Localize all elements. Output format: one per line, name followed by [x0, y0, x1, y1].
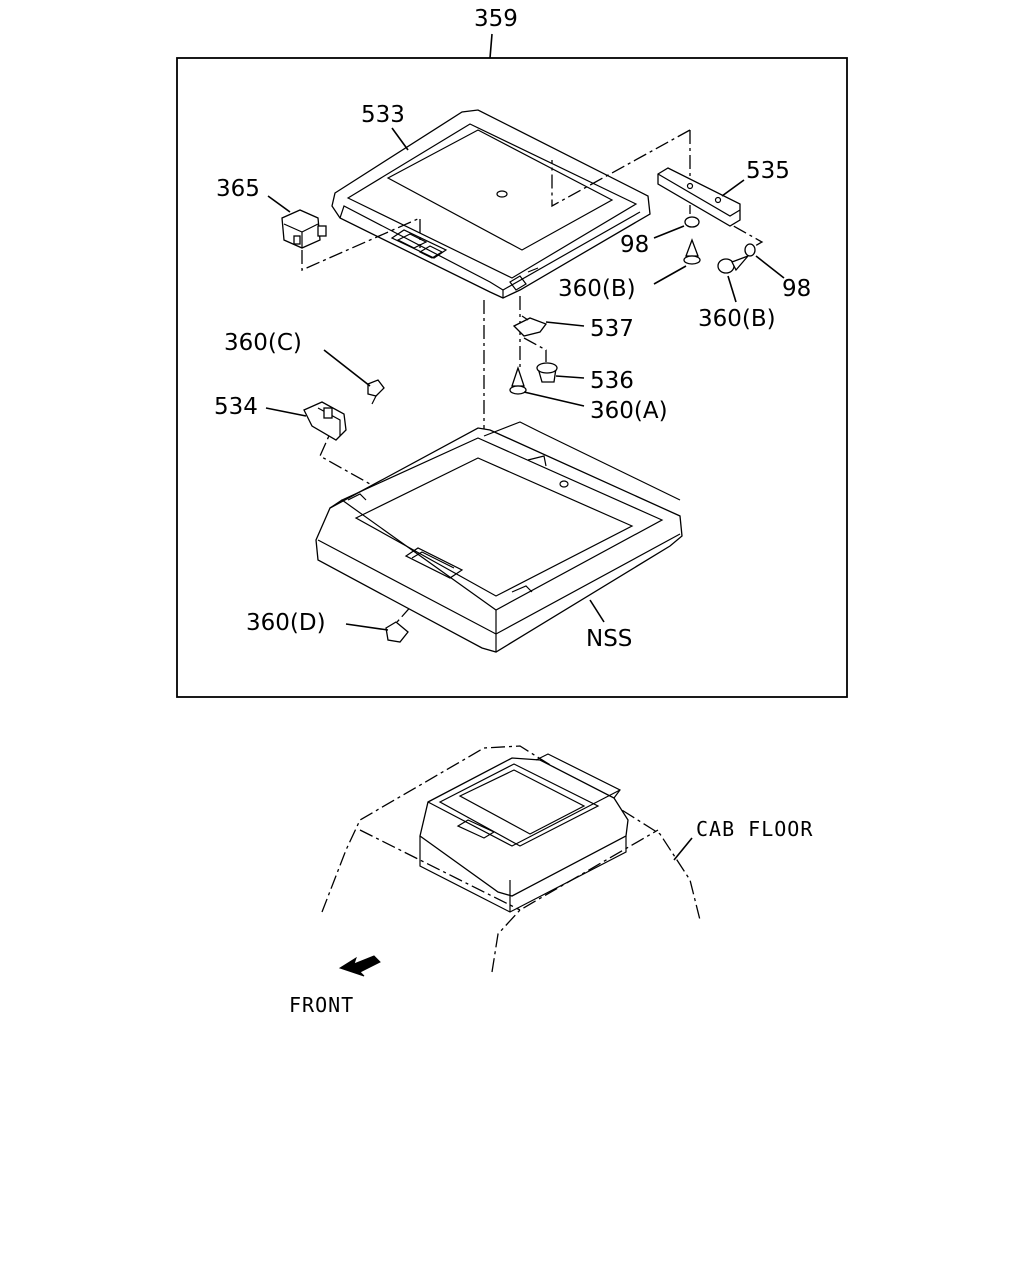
washer-98-right [744, 243, 756, 257]
label-clip-360d: 360(D) [246, 610, 326, 636]
washer-98-top [684, 216, 700, 228]
switch-365 [281, 209, 327, 249]
label-latch-534: 534 [214, 394, 258, 420]
label-console-lid-533: 533 [361, 102, 405, 128]
clip-537 [512, 315, 548, 337]
label-front: FRONT [289, 993, 354, 1017]
label-bracket-535: 535 [746, 158, 790, 184]
label-screw-360a: 360(A) [590, 398, 668, 424]
screw-360b-right [717, 255, 749, 274]
latch-534 [303, 401, 347, 441]
console-base-nss [315, 421, 683, 653]
label-assembly-359: 359 [474, 6, 518, 32]
label-screw-360b-left: 360(B) [558, 276, 636, 302]
clip-360d [385, 621, 409, 643]
label-switch-365: 365 [216, 176, 260, 202]
label-nss: NSS [586, 626, 632, 652]
label-clip-537: 537 [590, 316, 634, 342]
screw-360b-left [683, 238, 701, 265]
console-lid-533 [331, 109, 651, 299]
label-cab-floor: CAB FLOOR [696, 817, 813, 841]
label-clip-360c: 360(C) [224, 330, 302, 356]
label-washer-98-top: 98 [620, 232, 649, 258]
label-screw-360b-right: 360(B) [698, 306, 776, 332]
label-washer-98-right: 98 [782, 276, 811, 302]
screw-360a [509, 365, 527, 395]
clip-360c [367, 379, 385, 405]
label-grommet-536: 536 [590, 368, 634, 394]
bracket-535 [657, 167, 741, 227]
front-arrow-icon [338, 955, 381, 977]
cab-floor-view [321, 745, 701, 973]
grommet-536 [536, 362, 558, 383]
diagram-frame [176, 57, 848, 698]
